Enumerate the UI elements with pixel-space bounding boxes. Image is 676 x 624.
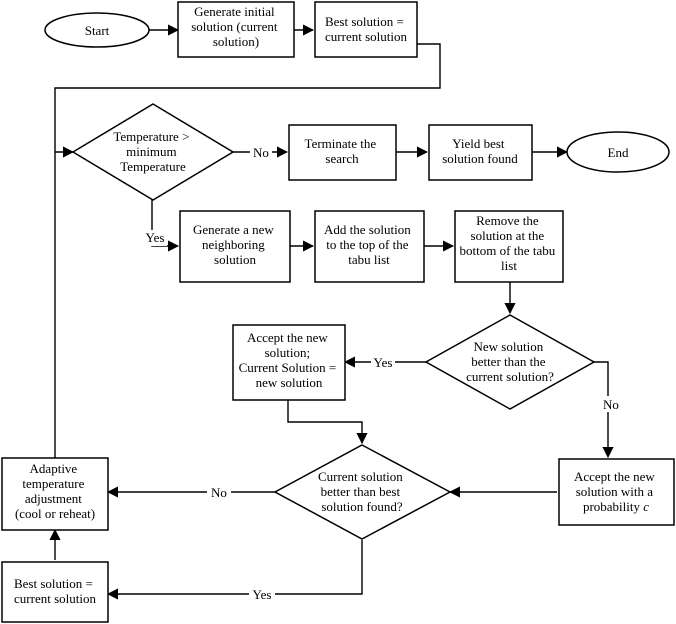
node-add-tabu-label: Add the solution to the top of the tabu … xyxy=(324,222,414,267)
node-accept-probability-label: Accept the new solution with a probabili… xyxy=(574,469,658,514)
node-generate-neighbor-label: Generate a new neighboring solution xyxy=(193,222,277,267)
node-end-label: End xyxy=(608,145,629,160)
node-temperature-check-label: Temperature > minimum Temperature xyxy=(113,129,192,174)
edge-new-better-no-to-probability xyxy=(594,361,614,459)
node-adaptive-temperature-label: Adaptive temperature adjustment (cool or… xyxy=(15,461,95,521)
node-yield-best-label: Yield best solution found xyxy=(442,136,518,166)
node-best-solution-bottom-label: Best solution = current solution xyxy=(14,576,97,606)
node-add-tabu: Add the solution to the top of the tabu … xyxy=(314,210,425,283)
node-generate-initial-label: Generate initial solution (current solut… xyxy=(191,4,281,49)
node-new-better: New solution better than the current sol… xyxy=(424,314,596,410)
node-start-label: Start xyxy=(85,23,110,38)
connectors xyxy=(49,24,614,600)
edge-accept-to-current-better xyxy=(287,400,368,445)
node-start: Start xyxy=(44,12,150,48)
node-current-better-best: Current solution better than best soluti… xyxy=(273,444,452,540)
node-terminate: Terminate the search xyxy=(288,124,397,181)
edge-current-better-yes-to-best-bottom xyxy=(106,540,363,600)
node-current-better-best-label: Current solution better than best soluti… xyxy=(318,469,406,514)
node-temperature-check: Temperature > minimum Temperature xyxy=(71,103,235,201)
node-accept-new-label: Accept the new solution; Current Solutio… xyxy=(239,330,340,390)
label-no-adaptive: No xyxy=(211,485,227,500)
node-terminate-label: Terminate the search xyxy=(305,136,380,166)
edge-best-top-to-adaptive-line xyxy=(54,43,441,466)
node-generate-initial: Generate initial solution (current solut… xyxy=(177,1,295,58)
label-yes-neighbor: Yes xyxy=(146,230,165,245)
node-accept-probability: Accept the new solution with a probabili… xyxy=(558,458,675,526)
node-accept-new: Accept the new solution; Current Solutio… xyxy=(232,324,346,401)
node-remove-tabu: Remove the solution at the bottom of the… xyxy=(454,210,564,283)
edge-labels: No Yes Yes No No Yes xyxy=(143,143,623,602)
label-yes-best: Yes xyxy=(253,587,272,602)
node-generate-neighbor: Generate a new neighboring solution xyxy=(179,210,291,283)
node-best-solution-bottom: Best solution = current solution xyxy=(1,561,109,623)
node-end: End xyxy=(566,131,670,173)
label-yes-accept: Yes xyxy=(374,355,393,370)
label-no-probability: No xyxy=(603,397,619,412)
node-best-solution-top-label: Best solution = current solution xyxy=(325,14,408,44)
node-best-solution-top: Best solution = current solution xyxy=(314,1,418,58)
node-remove-tabu-label: Remove the solution at the bottom of the… xyxy=(460,213,559,273)
label-no-terminate: No xyxy=(253,145,269,160)
node-new-better-label: New solution better than the current sol… xyxy=(466,339,554,384)
node-yield-best: Yield best solution found xyxy=(428,124,533,181)
node-adaptive-temperature: Adaptive temperature adjustment (cool or… xyxy=(1,457,109,531)
